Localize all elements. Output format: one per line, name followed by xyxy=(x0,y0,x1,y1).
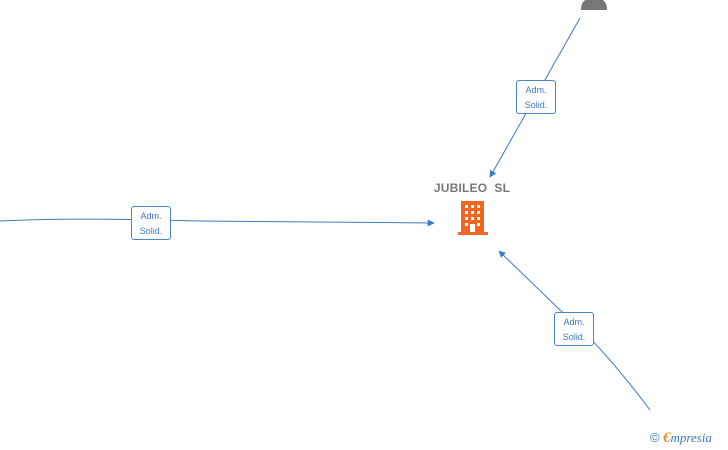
copyright-symbol: © xyxy=(650,430,660,445)
edge-line-left[interactable] xyxy=(0,218,435,227)
edge-label-bottom[interactable]: Adm. Solid. xyxy=(554,312,594,346)
edge-label-role-line1: Adm. xyxy=(563,317,585,327)
person-icon xyxy=(581,0,607,10)
edge-label-role-line2: Solid. xyxy=(524,100,548,110)
company-node[interactable] xyxy=(458,201,488,235)
company-name[interactable]: JUBILEO SL xyxy=(433,181,511,195)
person-node[interactable] xyxy=(581,0,607,10)
edge-label-role-line1: Adm. xyxy=(525,85,547,95)
edge-label-role-line2: Solid. xyxy=(139,226,163,236)
edge-label-role-line1: Adm. xyxy=(140,211,162,221)
building-icon xyxy=(458,201,488,235)
brand-initial: € xyxy=(662,430,671,446)
brand-rest: mpresia xyxy=(670,430,712,445)
edge-label-role-line2: Solid. xyxy=(562,332,586,342)
edge-label-top[interactable]: Adm. Solid. xyxy=(516,80,556,114)
empresia-watermark[interactable]: © €mpresia xyxy=(650,430,712,447)
edge-label-left[interactable]: Adm. Solid. xyxy=(131,206,171,240)
